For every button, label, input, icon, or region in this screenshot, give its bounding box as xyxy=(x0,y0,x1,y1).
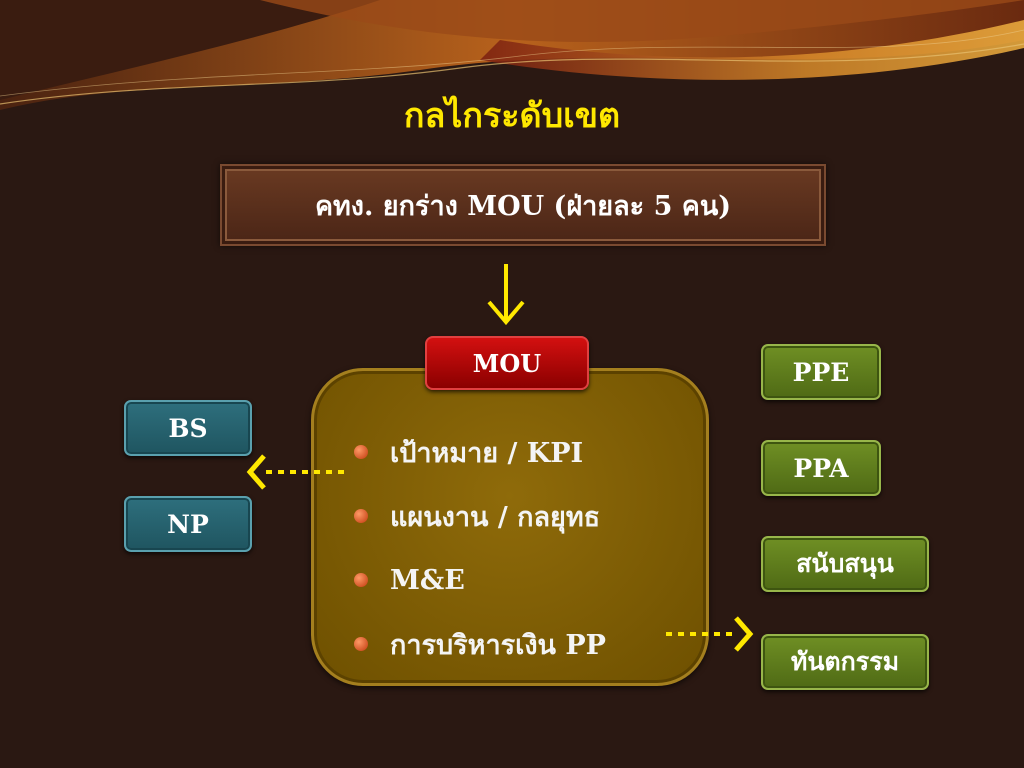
ppe-box: PPE xyxy=(761,344,881,400)
ppa-label: PPA xyxy=(793,453,849,483)
bullet-icon xyxy=(354,637,368,651)
mou-item-kpi: เป้าหมาย / KPI xyxy=(350,420,690,484)
mou-item-list: เป้าหมาย / KPI แผนงาน / กลยุทธ M&E การบร… xyxy=(350,420,690,676)
mou-item-me: M&E xyxy=(350,548,690,612)
support-box: สนับสนุน xyxy=(761,536,929,592)
ppa-box: PPA xyxy=(761,440,881,496)
mou-item-text: M&E xyxy=(390,564,465,596)
committee-box: คทง. ยกร่าง MOU (ฝ่ายละ 5 คน) xyxy=(220,164,826,246)
mou-item-plan: แผนงาน / กลยุทธ xyxy=(350,484,690,548)
bullet-icon xyxy=(354,509,368,523)
ppe-label: PPE xyxy=(792,357,850,387)
bullet-icon xyxy=(354,445,368,459)
dental-box: ทันตกรรม xyxy=(761,634,929,690)
np-label: NP xyxy=(167,509,209,539)
page-title: กลไกระดับเขต xyxy=(403,96,621,136)
bs-label: BS xyxy=(168,413,208,443)
committee-label: คทง. ยกร่าง MOU (ฝ่ายละ 5 คน) xyxy=(314,190,732,222)
dental-label: ทันตกรรม xyxy=(790,647,900,676)
bs-box: BS xyxy=(124,400,252,456)
mou-item-text: การบริหารเงิน PP xyxy=(390,629,606,661)
mou-label-text: MOU xyxy=(472,348,542,378)
down-arrow-icon xyxy=(487,264,525,326)
bullet-icon xyxy=(354,573,368,587)
mou-item-text: เป้าหมาย / KPI xyxy=(390,437,584,469)
mou-label: MOU xyxy=(425,336,589,390)
support-label: สนับสนุน xyxy=(796,549,894,578)
right-dotted-arrow-icon xyxy=(666,616,754,652)
mou-item-text: แผนงาน / กลยุทธ xyxy=(390,501,601,533)
mou-item-finance: การบริหารเงิน PP xyxy=(350,612,690,676)
np-box: NP xyxy=(124,496,252,552)
left-dotted-arrow-icon xyxy=(246,454,350,490)
